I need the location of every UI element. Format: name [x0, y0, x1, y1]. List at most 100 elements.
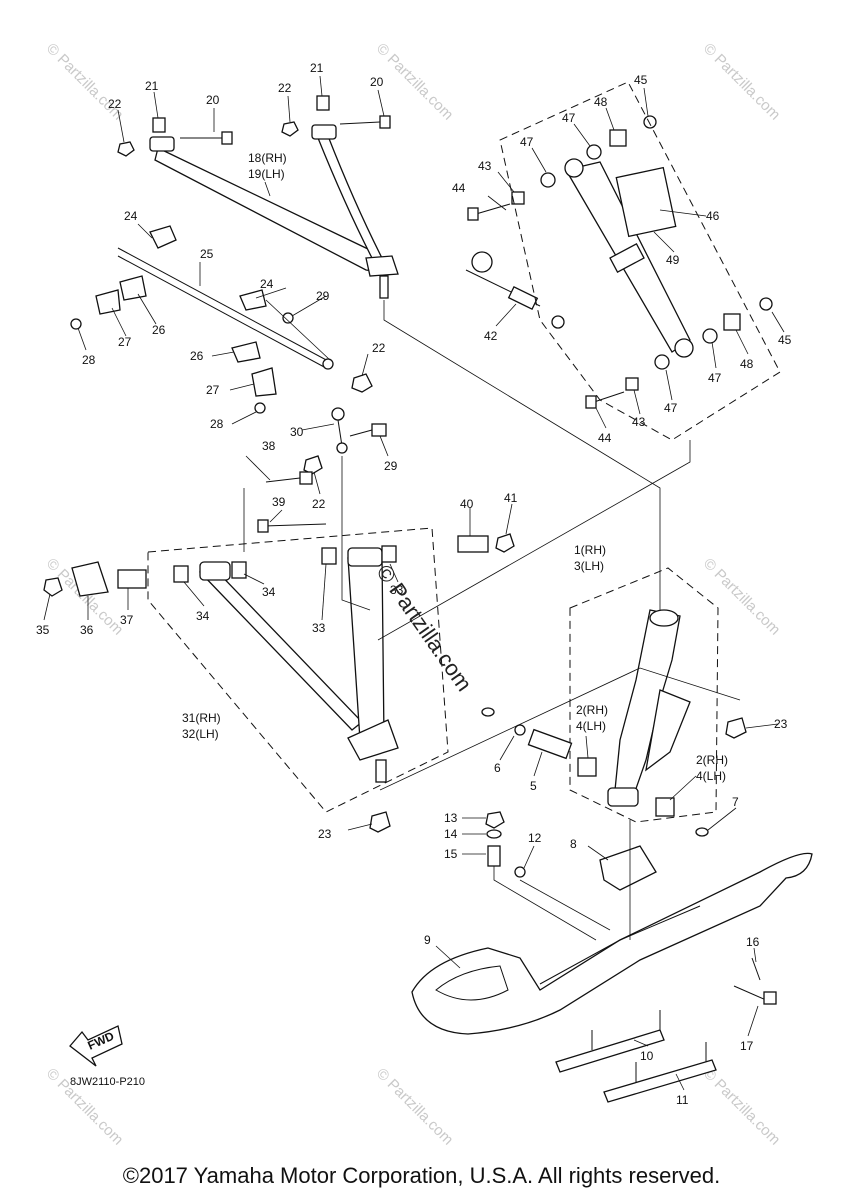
callout-label: 23	[318, 827, 332, 841]
ski[interactable]	[411, 852, 813, 1035]
callout-label: 47	[664, 401, 678, 415]
shock-bolt-44	[467, 203, 511, 221]
nut-45	[643, 115, 657, 129]
nut-12	[514, 866, 526, 878]
ski-spindle[interactable]	[607, 609, 691, 807]
collar-37	[117, 569, 147, 589]
ski-pad-8	[599, 845, 657, 891]
stabilizer-bushing-26	[119, 275, 147, 301]
callout-label: 22	[372, 341, 386, 355]
washer-6	[481, 707, 495, 717]
callout-label: 32(LH)	[182, 727, 219, 741]
callout-label: 22	[312, 497, 326, 511]
bushing-21	[316, 95, 330, 111]
shock-tool-42	[465, 251, 565, 329]
stabilizer-bar[interactable]	[117, 247, 334, 370]
callout-label: 44	[598, 431, 612, 445]
callout-label: 43	[478, 159, 492, 173]
bolt-17	[733, 985, 777, 1005]
callout-label: 8	[570, 837, 577, 851]
callout-label: 27	[206, 383, 220, 397]
callout-label: 24	[260, 277, 274, 291]
callout-label: 1(RH)	[574, 543, 606, 557]
callout-label: 45	[634, 73, 648, 87]
bushing-48	[609, 129, 627, 147]
callout-label: 34	[196, 609, 210, 623]
washer-6	[514, 724, 526, 736]
callout-label: 46	[706, 209, 720, 223]
bushing-34	[173, 565, 189, 583]
callout-label: 25	[200, 247, 214, 261]
shock-bolt-44	[585, 391, 625, 409]
link-rod-30[interactable]	[331, 407, 348, 454]
carbide-runner-11	[603, 1042, 717, 1103]
shock-label-49	[615, 166, 677, 238]
washer-7	[695, 827, 709, 837]
callout-label: 45	[778, 333, 792, 347]
nut-22	[281, 121, 299, 137]
bracket-36	[71, 561, 109, 597]
lower-a-arm[interactable]	[198, 547, 399, 783]
callout-label: 44	[452, 181, 466, 195]
callout-labels: 21 22 20 21 22 20 18(RH) 19(LH) 24 25 24…	[36, 61, 792, 1107]
bolt-28	[254, 402, 266, 414]
callout-label: 38	[262, 439, 276, 453]
callout-label: 20	[206, 93, 220, 107]
washer-14	[486, 829, 502, 839]
bushing-34	[231, 561, 247, 579]
callout-label: 28	[82, 353, 96, 367]
callout-label: 37	[120, 613, 134, 627]
bolt-38	[265, 471, 313, 485]
callout-label: 12	[528, 831, 542, 845]
callout-label: 4(LH)	[576, 719, 606, 733]
upper-a-arm[interactable]	[149, 124, 399, 299]
callout-label: 47	[708, 371, 722, 385]
callout-label: 36	[80, 623, 94, 637]
callout-label: 43	[632, 415, 646, 429]
nut-22	[117, 141, 135, 157]
callout-label: 35	[36, 623, 50, 637]
callout-label: 40	[460, 497, 474, 511]
bolt-39	[257, 519, 327, 533]
assembly-lines	[243, 299, 741, 941]
callout-label: 23	[774, 717, 788, 731]
callout-label: 21	[145, 79, 159, 93]
callout-leaders	[43, 75, 785, 1091]
washer-47	[540, 172, 556, 188]
shock-absorber[interactable]	[564, 158, 694, 358]
callout-label: 11	[676, 1093, 689, 1107]
callout-label: 29	[316, 289, 330, 303]
callout-label: 22	[108, 97, 122, 111]
nut-13	[485, 811, 505, 829]
bolt-20	[180, 131, 233, 145]
bushing-33	[321, 547, 337, 565]
callout-label: 3(LH)	[574, 559, 604, 573]
nut-22	[303, 455, 323, 475]
callout-label: 41	[504, 491, 518, 505]
callout-label: 33	[312, 621, 326, 635]
nut-23	[369, 811, 391, 833]
collar-40	[457, 535, 489, 553]
pin-16	[751, 957, 761, 981]
callout-label: 34	[262, 585, 276, 599]
callout-label: 19(LH)	[248, 167, 285, 181]
callout-label: 22	[278, 81, 292, 95]
fwd-arrow-icon: FWD	[69, 1025, 123, 1067]
callout-label: 14	[444, 827, 458, 841]
bracket-27	[251, 367, 277, 397]
bushing-2-4	[655, 797, 675, 817]
callout-label: 42	[484, 329, 498, 343]
callout-label: 33	[390, 583, 404, 597]
callout-label: 5	[530, 779, 537, 793]
callout-label: 16	[746, 935, 760, 949]
nut-35	[43, 577, 63, 597]
nut-45	[759, 297, 773, 311]
callout-label: 31(RH)	[182, 711, 221, 725]
bushing-48	[723, 313, 741, 331]
callout-label: 26	[152, 323, 166, 337]
callout-label: 18(RH)	[248, 151, 287, 165]
callout-label: 7	[732, 795, 739, 809]
spindle-outline	[569, 567, 719, 823]
callout-label: 2(RH)	[576, 703, 608, 717]
